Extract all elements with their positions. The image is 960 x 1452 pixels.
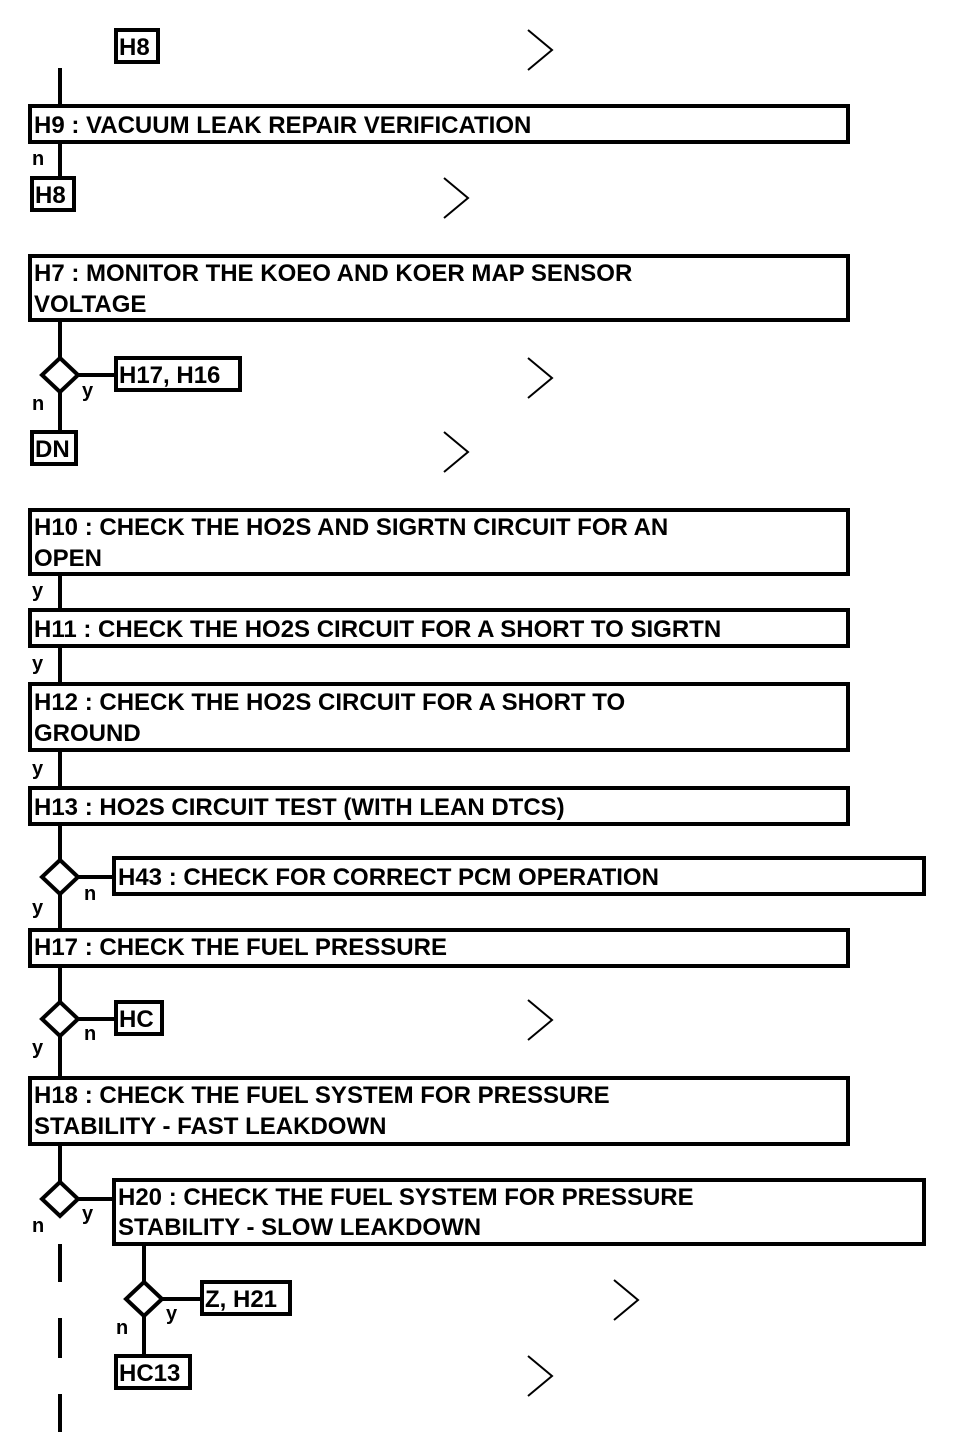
- branch-label-yes: y: [32, 758, 44, 780]
- step-h12-text-2: GROUND: [34, 720, 141, 747]
- step-h10[interactable]: H10 : CHECK THE HO2S AND SIGRTN CIRCUIT …: [28, 508, 850, 576]
- branch-label-yes: y: [166, 1303, 178, 1325]
- branch-label-no: n: [84, 1023, 96, 1045]
- ref-h8-second[interactable]: H8: [30, 176, 76, 212]
- ref-z-h21-label: Z, H21: [205, 1286, 277, 1313]
- ref-dn[interactable]: DN: [30, 430, 78, 466]
- ref-h8-top-label: H8: [119, 34, 150, 61]
- chevron-right-icon: [443, 431, 470, 473]
- branch-label-no: n: [84, 883, 96, 905]
- step-h20-text-2: STABILITY - SLOW LEAKDOWN: [118, 1214, 481, 1241]
- ref-h17-h16-label: H17, H16: [119, 362, 220, 389]
- branch-label-yes: y: [32, 897, 44, 919]
- ref-dn-label: DN: [35, 436, 70, 463]
- decision-diamond: [39, 999, 81, 1039]
- step-h18[interactable]: H18 : CHECK THE FUEL SYSTEM FOR PRESSURE…: [28, 1076, 850, 1146]
- step-h10-text-2: OPEN: [34, 545, 102, 572]
- step-h20[interactable]: H20 : CHECK THE FUEL SYSTEM FOR PRESSURE…: [112, 1178, 926, 1246]
- step-h18-text-2: STABILITY - FAST LEAKDOWN: [34, 1113, 386, 1140]
- branch-labels: n y n y y y n y n y y n y n: [32, 148, 178, 1339]
- branch-label-yes: y: [32, 1037, 44, 1059]
- step-h12[interactable]: H12 : CHECK THE HO2S CIRCUIT FOR A SHORT…: [28, 682, 850, 752]
- step-h13-text: H13 : HO2S CIRCUIT TEST (WITH LEAN DTCS): [34, 794, 565, 821]
- branch-label-no: n: [116, 1317, 128, 1339]
- step-h12-text-1: H12 : CHECK THE HO2S CIRCUIT FOR A SHORT…: [34, 689, 625, 716]
- ref-h17-h16[interactable]: H17, H16: [114, 356, 242, 392]
- step-h11[interactable]: H11 : CHECK THE HO2S CIRCUIT FOR A SHORT…: [28, 608, 850, 648]
- branch-label-no: n: [32, 148, 44, 170]
- step-h7-text-2: VOLTAGE: [34, 291, 146, 318]
- branch-label-yes: y: [82, 380, 94, 402]
- step-h20-text-1: H20 : CHECK THE FUEL SYSTEM FOR PRESSURE: [118, 1184, 694, 1211]
- branch-label-no: n: [32, 393, 44, 415]
- chevron-right-icon: [527, 357, 554, 399]
- step-h18-text-1: H18 : CHECK THE FUEL SYSTEM FOR PRESSURE: [34, 1082, 610, 1109]
- step-h9-text: H9 : VACUUM LEAK REPAIR VERIFICATION: [34, 112, 531, 139]
- step-h7-text-1: H7 : MONITOR THE KOEO AND KOER MAP SENSO…: [34, 260, 632, 287]
- decision-diamond: [39, 857, 81, 897]
- step-h9[interactable]: H9 : VACUUM LEAK REPAIR VERIFICATION: [28, 104, 850, 144]
- chevron-right-icon: [527, 999, 554, 1041]
- ref-z-h21[interactable]: Z, H21: [200, 1280, 292, 1316]
- step-h43-text: H43 : CHECK FOR CORRECT PCM OPERATION: [118, 864, 659, 891]
- step-h17-text: H17 : CHECK THE FUEL PRESSURE: [34, 934, 447, 961]
- decision-diamond: [39, 1179, 81, 1219]
- step-h17[interactable]: H17 : CHECK THE FUEL PRESSURE: [28, 928, 850, 968]
- branch-label-yes: y: [32, 580, 44, 602]
- chevron-right-icon: [613, 1279, 640, 1321]
- chevron-right-icon: [527, 29, 554, 71]
- ref-h8-second-label: H8: [35, 182, 66, 209]
- decision-diamond: [39, 355, 81, 395]
- connector-lines: [58, 68, 204, 1432]
- ref-h8-top[interactable]: H8: [114, 28, 160, 64]
- step-h7[interactable]: H7 : MONITOR THE KOEO AND KOER MAP SENSO…: [28, 254, 850, 322]
- branch-label-yes: y: [32, 653, 44, 675]
- chevron-right-icon: [527, 1355, 554, 1397]
- step-h13[interactable]: H13 : HO2S CIRCUIT TEST (WITH LEAN DTCS): [28, 786, 850, 826]
- ref-hc13-label: HC13: [119, 1360, 180, 1387]
- decision-diamonds: [39, 355, 165, 1319]
- decision-diamond: [123, 1279, 165, 1319]
- step-h43[interactable]: H43 : CHECK FOR CORRECT PCM OPERATION: [112, 856, 926, 896]
- ref-hc[interactable]: HC: [114, 1000, 164, 1036]
- step-h10-text-1: H10 : CHECK THE HO2S AND SIGRTN CIRCUIT …: [34, 514, 668, 541]
- ref-hc13[interactable]: HC13: [114, 1354, 192, 1390]
- ref-hc-label: HC: [119, 1006, 154, 1033]
- branch-label-yes: y: [82, 1203, 94, 1225]
- chevron-arrows: [443, 29, 640, 1397]
- chevron-right-icon: [443, 177, 470, 219]
- step-h11-text: H11 : CHECK THE HO2S CIRCUIT FOR A SHORT…: [34, 616, 721, 643]
- branch-label-no: n: [32, 1215, 44, 1237]
